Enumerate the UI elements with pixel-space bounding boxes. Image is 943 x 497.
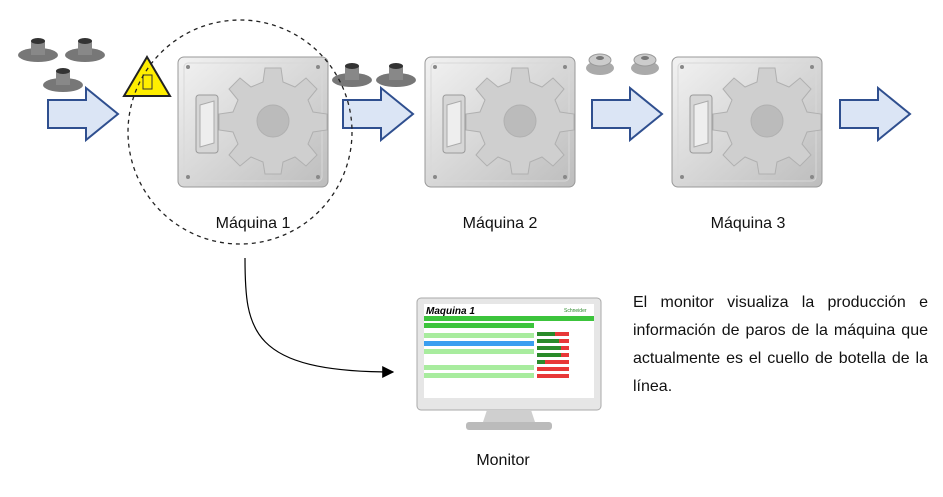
connector-arrow: [244, 257, 395, 378]
machine-2-label: Máquina 2: [462, 215, 538, 232]
monitor-label: Monitor: [476, 452, 530, 469]
monitor-icon: [416, 297, 602, 430]
machine-3-icon: [671, 56, 823, 188]
flow-arrow-3: [591, 87, 663, 141]
bottleneck-highlight-circle: [127, 19, 353, 245]
finished-parts-icon: [585, 53, 660, 76]
monitor-screen-title: Maquina 1: [426, 306, 475, 317]
raw-parts-icon: [18, 38, 105, 92]
monitor-screen-brand: Schneider: [564, 308, 587, 314]
flow-arrow-1: [47, 87, 119, 141]
description-text: El monitor visualiza la producción e inf…: [633, 294, 928, 395]
machine-1-label: Máquina 1: [215, 215, 291, 232]
flow-arrow-2: [342, 87, 414, 141]
warning-icon: [122, 55, 172, 97]
machine-2-icon: [424, 56, 576, 188]
flow-arrow-4: [839, 87, 911, 141]
intermediate-parts-icon: [332, 63, 416, 87]
machine-3-label: Máquina 3: [710, 215, 786, 232]
machine-1-icon: [177, 56, 329, 188]
